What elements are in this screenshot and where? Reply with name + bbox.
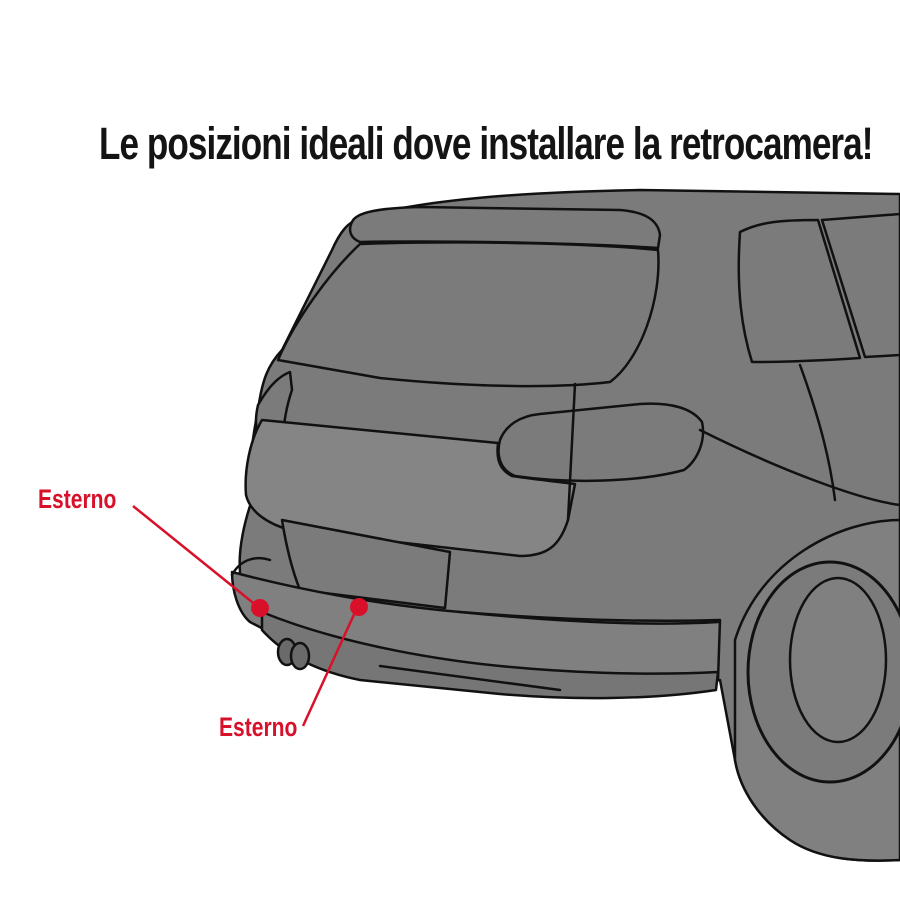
tail-light-right <box>497 402 705 483</box>
page-title: Le posizioni ideali dove installare la r… <box>99 118 873 169</box>
rear-wheel-hub <box>788 576 888 744</box>
callout-line-2 <box>301 607 359 727</box>
tailgate-panel <box>244 418 577 558</box>
rear-window <box>276 241 660 388</box>
side-window-front <box>820 212 900 359</box>
body-line-shoulder <box>698 428 900 507</box>
rear-diffuser <box>260 610 720 700</box>
exhaust-pipe-right <box>289 641 311 671</box>
body-line-sill <box>458 610 720 625</box>
callout-label-exterior-1: Esterno <box>38 484 117 514</box>
body-line-diffuser <box>378 664 562 692</box>
body-line-bumper-top <box>230 556 272 577</box>
camera-position-marker-1 <box>251 599 269 617</box>
side-window-rear <box>737 218 862 364</box>
callout-line-1 <box>132 505 258 607</box>
camera-position-marker-2 <box>350 598 368 616</box>
body-line-side <box>566 382 577 522</box>
callout-label-exterior-2: Esterno <box>219 712 298 742</box>
license-plate-recess <box>280 518 452 610</box>
